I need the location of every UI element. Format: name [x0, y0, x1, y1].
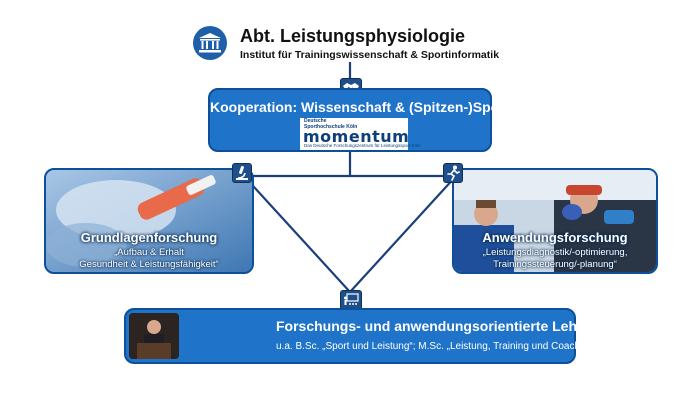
microscope-icon: [236, 166, 248, 180]
applied-research-box: Anwendungsforschung „Leistungsdiagnostik…: [452, 168, 658, 274]
runner-icon: [447, 165, 460, 181]
momentum-wordmark: momentum: [303, 127, 410, 146]
institution-icon: [199, 33, 221, 53]
basic-research-line-2: Gesundheit & Leistungsfähigkeit“: [79, 259, 219, 270]
lecturer-photo-image: [129, 313, 179, 359]
cooperation-title: Kooperation: Wissenschaft & (Spitzen-)Sp…: [210, 99, 510, 115]
institution-logo: [193, 26, 227, 60]
teaching-box: Forschungs- und anwendungsorientierte Le…: [124, 308, 672, 364]
lab-testing-photo: [454, 170, 656, 272]
applied-research-title: Anwendungsforschung: [482, 230, 628, 245]
applied-research-line-1: „Leistungsdiagnostik/-optimierung,: [482, 247, 628, 258]
basic-research-box: Grundlagenforschung „Aufbau & Erhalt Ges…: [44, 168, 254, 274]
page-subtitle: Institut für Trainingswissenschaft & Spo…: [240, 49, 500, 61]
cooperation-box: Kooperation: Wissenschaft & (Spitzen-)Sp…: [208, 88, 510, 152]
momentum-logo: Deutsche Sporthochschule Köln momentum D…: [300, 118, 421, 150]
teaching-title: Forschungs- und anwendungsorientierte Le…: [276, 318, 591, 334]
applied-research-line-2: Trainingssteuerung/-planung“: [493, 259, 617, 270]
microscope-badge: [232, 163, 252, 183]
lecture-badge: [340, 290, 362, 310]
basic-research-line-1: „Aufbau & Erhalt: [114, 247, 184, 258]
momentum-tagline: Das Deutsche Forschungszentrum für Leist…: [304, 143, 421, 148]
lecturer-photo: [129, 313, 179, 359]
lecture-icon: [344, 293, 359, 305]
basic-research-title: Grundlagenforschung: [80, 230, 218, 245]
lab-photo: [46, 170, 252, 272]
teaching-subtitle: u.a. B.Sc. „Sport und Leistung“; M.Sc. „…: [276, 341, 672, 352]
page-title: Abt. Leistungsphysiologie: [240, 26, 466, 46]
momentum-logo-org: Deutsche Sporthochschule Köln: [304, 118, 358, 130]
runner-badge: [443, 163, 463, 183]
